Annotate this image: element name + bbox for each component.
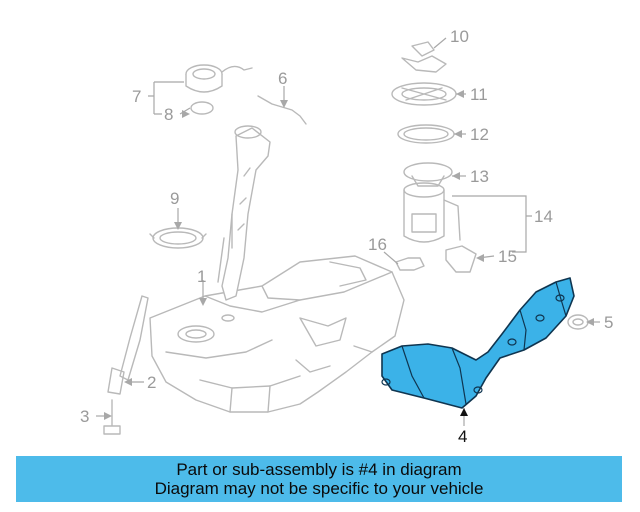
grommet xyxy=(567,314,589,330)
callout-1: 1 xyxy=(197,267,206,286)
filler-cap xyxy=(185,64,253,93)
callout-7: 7 xyxy=(132,87,141,106)
leader-8 xyxy=(179,107,191,115)
callout-2: 2 xyxy=(147,373,156,392)
callout-5: 5 xyxy=(604,313,613,332)
pump-seal xyxy=(397,124,455,144)
leader-4-arrowhead xyxy=(460,408,468,416)
leader-10 xyxy=(433,37,447,49)
callout-9: 9 xyxy=(170,189,179,208)
leader-arrowheads xyxy=(104,90,594,420)
info-banner: Part or sub-assembly is #4 in diagram Di… xyxy=(16,456,622,502)
vent-hose xyxy=(257,95,307,125)
bolt xyxy=(103,399,121,435)
fuel-pump xyxy=(403,162,461,243)
banner-line-1: Part or sub-assembly is #4 in diagram xyxy=(176,460,462,479)
tank-strap xyxy=(107,295,149,395)
filler-neck xyxy=(217,125,271,301)
callout-6: 6 xyxy=(278,69,287,88)
callout-4: 4 xyxy=(458,427,467,446)
fuel-tank xyxy=(149,255,405,413)
sender-connector xyxy=(401,41,447,73)
callout-15: 15 xyxy=(498,247,517,266)
callout-11: 11 xyxy=(470,85,488,104)
callout-13: 13 xyxy=(470,167,489,186)
callout-14: 14 xyxy=(534,207,553,226)
leader-14 xyxy=(452,195,532,253)
pump-cover xyxy=(391,82,457,106)
callout-12: 12 xyxy=(470,125,489,144)
leader-16 xyxy=(383,251,399,265)
cap-gasket xyxy=(190,101,214,115)
callout-8: 8 xyxy=(164,105,173,124)
leader-7 xyxy=(148,81,184,115)
fuel-line xyxy=(395,257,425,271)
callout-16: 16 xyxy=(368,235,387,254)
callout-3: 3 xyxy=(80,407,89,426)
callout-10: 10 xyxy=(450,27,469,46)
level-sensor xyxy=(445,245,477,273)
banner-line-2: Diagram may not be specific to your vehi… xyxy=(154,479,484,498)
heat-shield-highlight xyxy=(381,277,575,409)
